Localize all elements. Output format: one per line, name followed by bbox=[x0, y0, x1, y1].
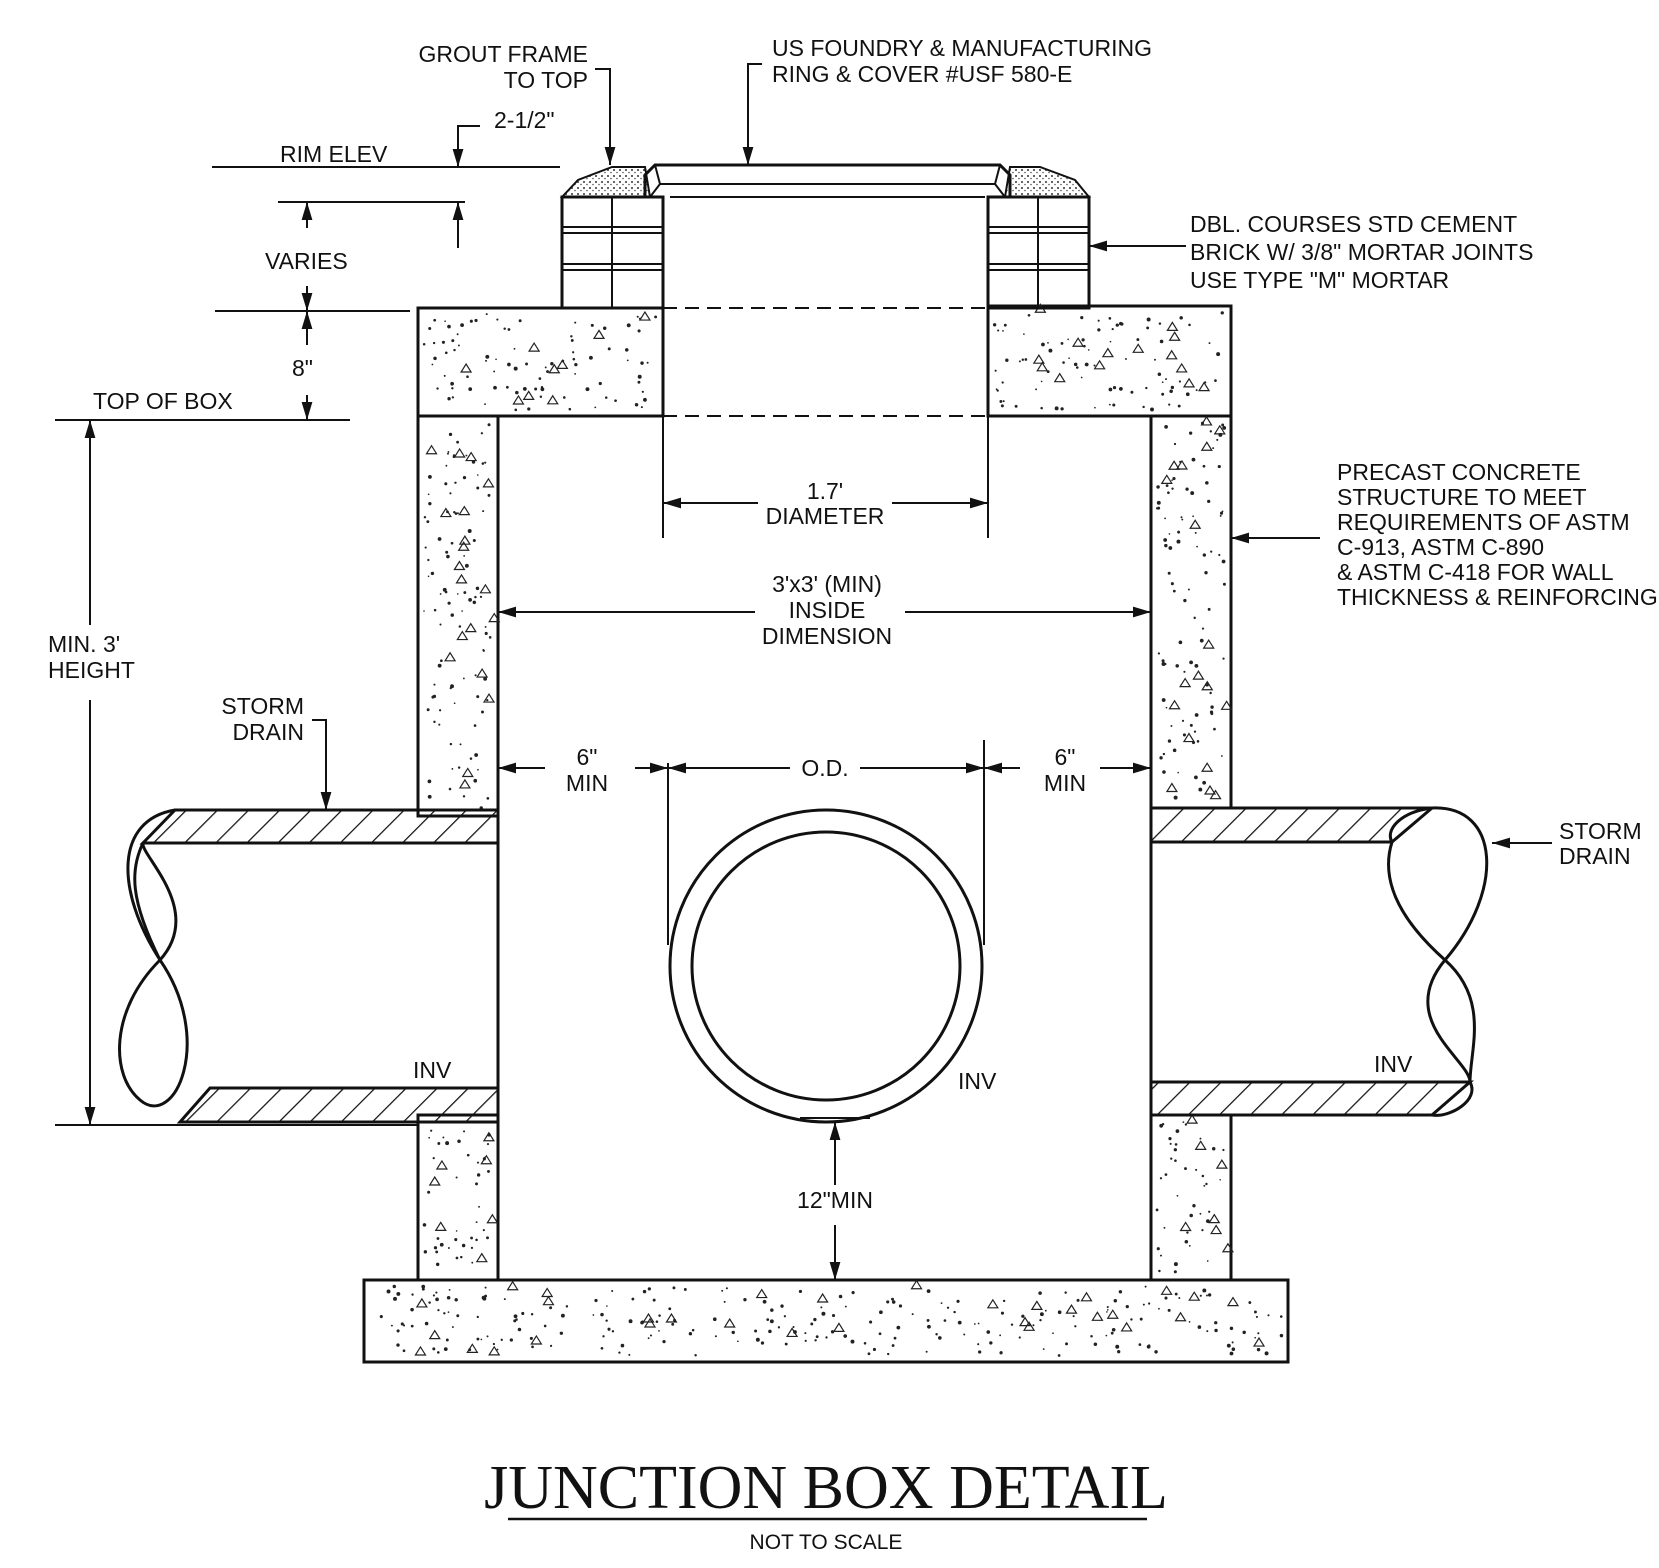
storm-drain-right-label-1: STORM bbox=[1559, 818, 1642, 844]
od-label: O.D. bbox=[801, 755, 848, 781]
rim-elev-label: RIM ELEV bbox=[280, 141, 388, 167]
storm-drain-left-label-1: STORM bbox=[221, 693, 304, 719]
brick-label-1: DBL. COURSES STD CEMENT bbox=[1190, 211, 1517, 237]
six-min-right-label-2: MIN bbox=[1044, 770, 1086, 796]
storm-drain-left-label-2: DRAIN bbox=[232, 719, 304, 745]
min-height-label-2: HEIGHT bbox=[48, 657, 135, 683]
inside-dim-label-1: 3'x3' (MIN) bbox=[772, 571, 882, 597]
precast-label-2: STRUCTURE TO MEET bbox=[1337, 484, 1587, 510]
min-height-label-1: MIN. 3' bbox=[48, 631, 120, 657]
six-min-left-label-2: MIN bbox=[566, 770, 608, 796]
left-wall-lower bbox=[416, 1113, 500, 1282]
diameter-value-label: 1.7' bbox=[807, 478, 843, 504]
dim-2-half-label: 2-1/2" bbox=[494, 107, 555, 133]
page-title: JUNCTION BOX DETAIL bbox=[484, 1454, 1168, 1522]
grout-frame-label-2: TO TOP bbox=[504, 67, 588, 93]
base-slab bbox=[362, 1278, 1290, 1364]
diameter-label: DIAMETER bbox=[766, 503, 885, 529]
left-storm-drain-pipe bbox=[118, 808, 500, 1124]
inv-center-label: INV bbox=[958, 1068, 997, 1094]
inv-left-label: INV bbox=[413, 1057, 452, 1083]
brick-courses-right bbox=[986, 195, 1091, 310]
concrete-elements bbox=[362, 303, 1290, 1364]
grout-left bbox=[559, 166, 652, 198]
brick-label-3: USE TYPE "M" MORTAR bbox=[1190, 267, 1449, 293]
storm-drain-right-label-2: DRAIN bbox=[1559, 843, 1631, 869]
precast-label-6: THICKNESS & REINFORCING bbox=[1337, 584, 1658, 610]
concrete-stipple bbox=[379, 303, 1284, 1357]
ring-and-cover bbox=[643, 163, 1012, 198]
six-min-right-label-1: 6" bbox=[1055, 744, 1076, 770]
right-wall-lower bbox=[1149, 1113, 1233, 1282]
center-pipe-inner bbox=[690, 830, 962, 1102]
top-of-box-label: TOP OF BOX bbox=[93, 388, 233, 414]
top-slab-right bbox=[986, 304, 1233, 418]
brick-label-2: BRICK W/ 3/8" MORTAR JOINTS bbox=[1190, 239, 1533, 265]
precast-label-4: C-913, ASTM C-890 bbox=[1337, 534, 1544, 560]
center-pipe-outer bbox=[668, 808, 984, 1124]
twelve-min-label: 12"MIN bbox=[797, 1187, 873, 1213]
grout-right bbox=[1003, 166, 1092, 198]
us-foundry-label-2: RING & COVER #USF 580-E bbox=[772, 61, 1072, 87]
precast-label-1: PRECAST CONCRETE bbox=[1337, 459, 1581, 485]
inv-right-label: INV bbox=[1374, 1051, 1413, 1077]
right-storm-drain-pipe bbox=[1149, 806, 1489, 1117]
dimension-lines bbox=[55, 63, 1552, 1280]
labels: GROUT FRAME TO TOP US FOUNDRY & MANUFACT… bbox=[48, 35, 1658, 1213]
us-foundry-label-1: US FOUNDRY & MANUFACTURING bbox=[772, 35, 1152, 61]
dim-8-label: 8" bbox=[292, 355, 313, 381]
page-subtitle: NOT TO SCALE bbox=[750, 1531, 903, 1554]
precast-label-3: REQUIREMENTS OF ASTM bbox=[1337, 509, 1630, 535]
top-slab-left bbox=[416, 306, 665, 418]
inside-dim-label-2: INSIDE bbox=[789, 597, 866, 623]
inside-dim-label-3: DIMENSION bbox=[762, 623, 892, 649]
precast-label-5: & ASTM C-418 FOR WALL bbox=[1337, 559, 1614, 585]
brick-courses-left bbox=[560, 195, 665, 310]
right-wall bbox=[1149, 414, 1233, 810]
varies-label: VARIES bbox=[265, 248, 348, 274]
six-min-left-label-1: 6" bbox=[577, 744, 598, 770]
grout-frame-label-1: GROUT FRAME bbox=[418, 41, 588, 67]
